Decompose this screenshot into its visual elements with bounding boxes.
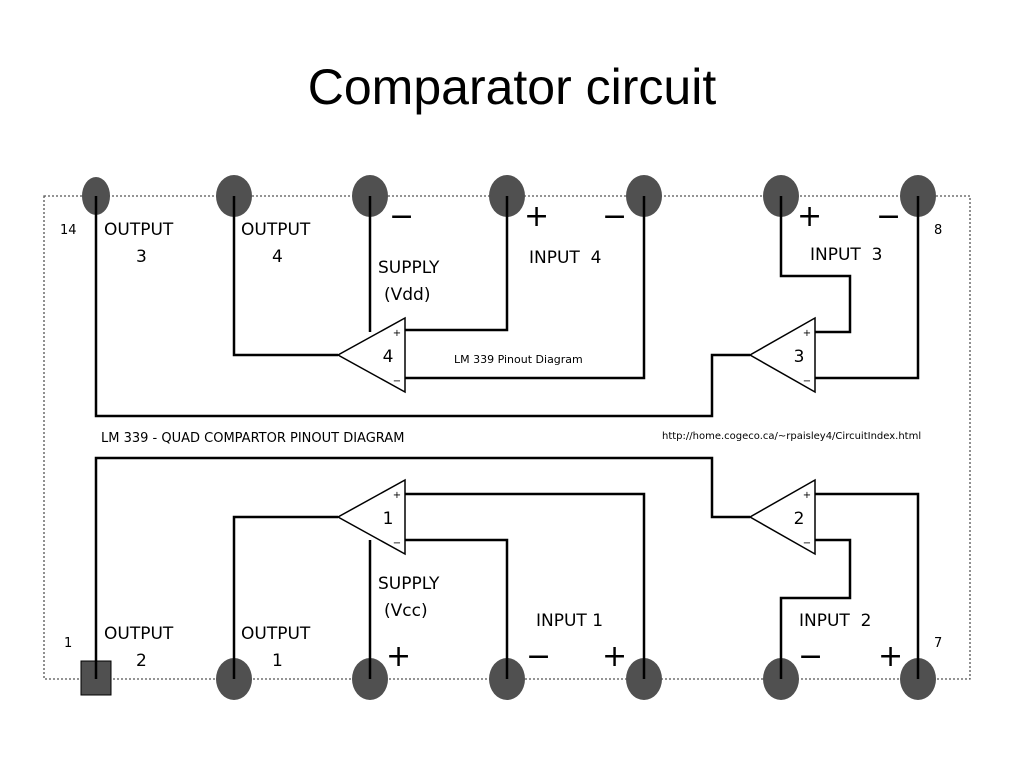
comparator-4: + − 4 (336, 316, 406, 394)
sign-pin-12: − (389, 199, 414, 234)
comparator-1: + − 1 (336, 478, 406, 556)
wire-output-3 (94, 196, 750, 418)
wire-input-3-plus (779, 196, 852, 334)
sign-pin-11: + (524, 199, 549, 234)
sign-pin-8: − (876, 199, 901, 234)
source-url: http://home.cogeco.ca/~rpaisley4/Circuit… (662, 431, 921, 442)
comparator-2-number: 2 (794, 509, 805, 529)
wire-input-1-plus (405, 492, 646, 679)
label-output-4-line1: OUTPUT (241, 220, 311, 240)
comparator-2: + − 2 (748, 478, 816, 556)
sign-pin-4: − (526, 639, 551, 674)
sign-pin-7: + (878, 639, 903, 674)
wire-input-2-plus (815, 492, 920, 679)
label-output-3-line1: OUTPUT (104, 220, 174, 240)
wire-input-3-minus (815, 196, 920, 380)
comparator-3: + − 3 (748, 316, 816, 394)
label-supply-vcc-line1: SUPPLY (378, 574, 440, 594)
comparator-1-plus: + (393, 490, 401, 501)
sign-pin-3: + (386, 639, 411, 674)
comparator-3-minus: − (803, 376, 811, 387)
comparator-2-minus: − (803, 538, 811, 549)
slide-title: Comparator circuit (307, 59, 717, 115)
comparator-4-plus: + (393, 328, 401, 339)
label-input-4: INPUT 4 (529, 248, 601, 268)
label-input-1: INPUT 1 (536, 611, 603, 631)
pin-number-1: 1 (64, 636, 72, 651)
wire-input-1-minus (405, 538, 509, 679)
wire-output-2 (94, 456, 750, 679)
sign-pin-5: + (602, 639, 627, 674)
label-input-3: INPUT 3 (810, 245, 882, 265)
diagram-banner: LM 339 - QUAD COMPARTOR PINOUT DIAGRAM (101, 431, 404, 446)
wire-output-4 (232, 196, 338, 357)
label-output-1-line2: 1 (272, 651, 283, 671)
comparator-3-plus: + (803, 328, 811, 339)
comparator-2-plus: + (803, 490, 811, 501)
pin-number-7: 7 (934, 636, 942, 651)
pin-number-8: 8 (934, 223, 942, 238)
label-input-2: INPUT 2 (799, 611, 871, 631)
comparator-4-number: 4 (383, 347, 394, 367)
pin-number-14: 14 (60, 223, 77, 238)
label-supply-vcc-line2: (Vcc) (384, 601, 428, 621)
inner-caption: LM 339 Pinout Diagram (454, 353, 583, 366)
wire-output-1 (232, 515, 338, 679)
sign-pin-9: + (797, 199, 822, 234)
label-output-4-line2: 4 (272, 247, 283, 267)
wire-input-4-minus (405, 196, 646, 380)
label-output-2-line2: 2 (136, 651, 147, 671)
label-output-2-line1: OUTPUT (104, 624, 174, 644)
wires (94, 196, 920, 679)
comparator-1-number: 1 (383, 509, 394, 529)
sign-pin-6: − (798, 639, 823, 674)
label-output-3-line2: 3 (136, 247, 147, 267)
label-supply-vdd-line1: SUPPLY (378, 258, 440, 278)
comparator-1-minus: − (393, 538, 401, 549)
wire-input-2-minus (779, 538, 852, 679)
comparator-4-minus: − (393, 376, 401, 387)
comparator-3-number: 3 (794, 347, 805, 367)
wire-input-4-plus (405, 196, 509, 332)
label-supply-vdd-line2: (Vdd) (384, 285, 430, 305)
sign-pin-10: − (602, 199, 627, 234)
label-output-1-line1: OUTPUT (241, 624, 311, 644)
